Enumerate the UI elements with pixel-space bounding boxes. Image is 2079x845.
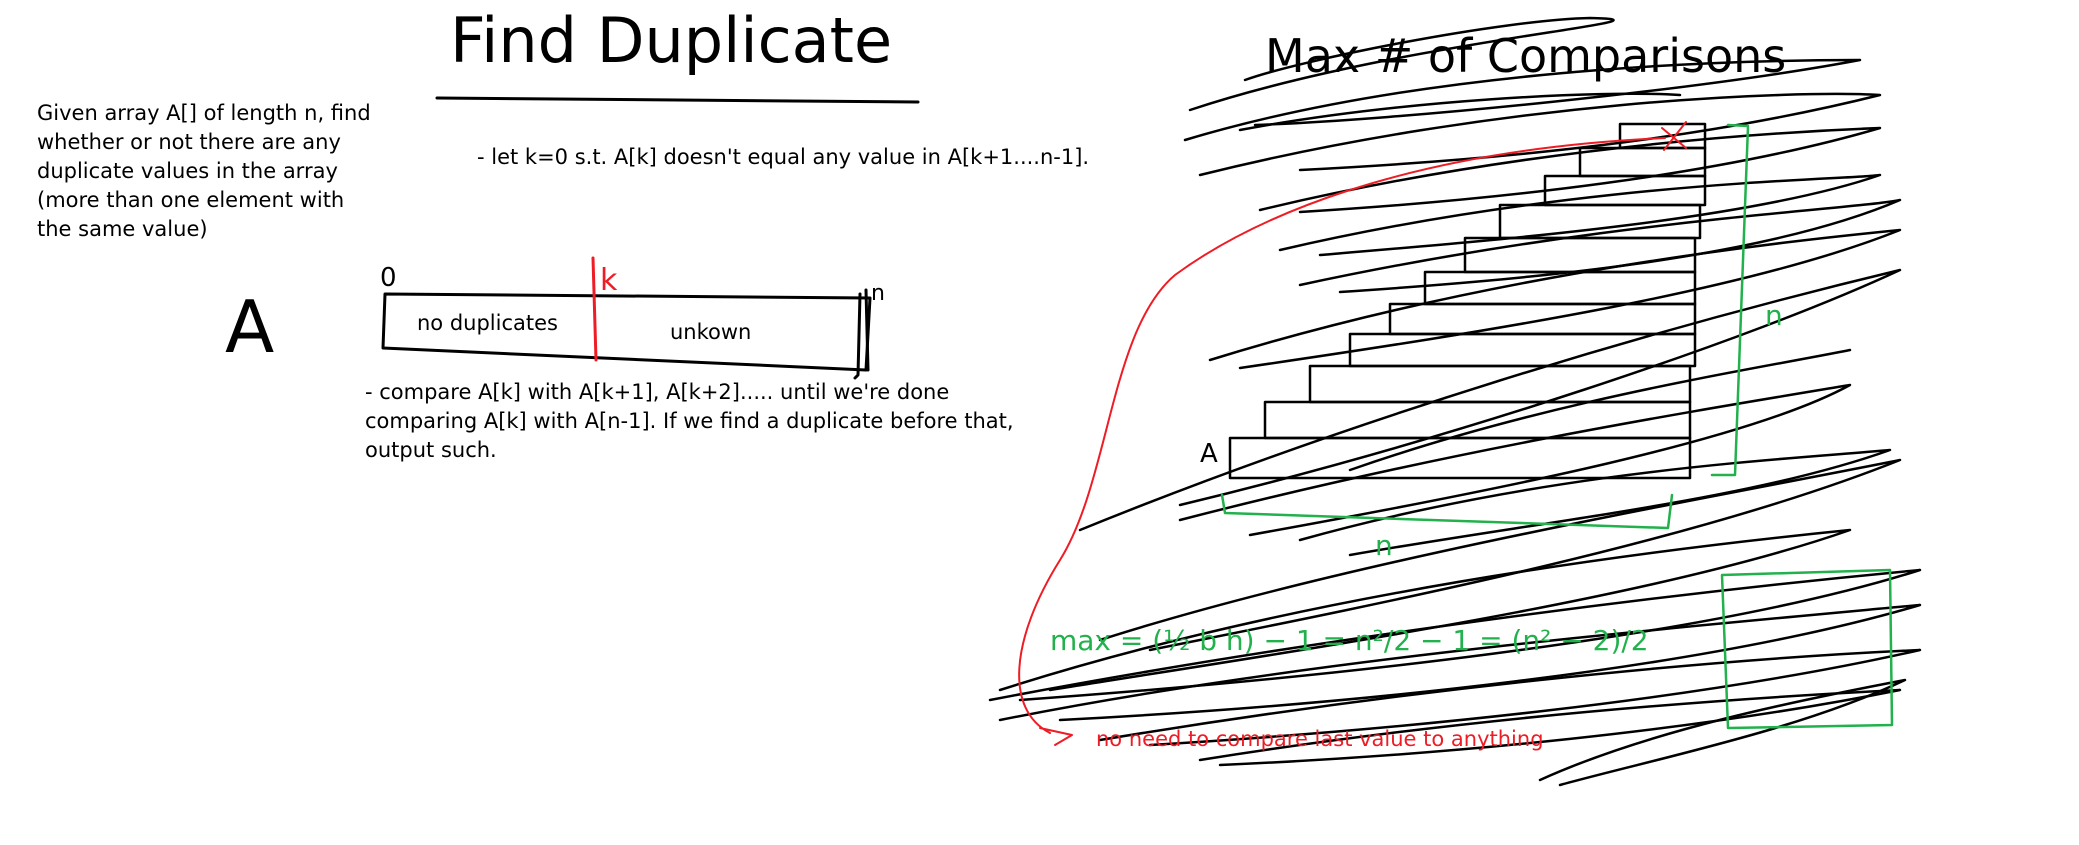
- k-marker-label: k: [600, 263, 618, 298]
- staircase-row-label: A: [1200, 439, 1218, 469]
- step-one-text: - let k=0 s.t. A[k] doesn't equal any va…: [477, 145, 1090, 169]
- title-handwriting: Find Duplicate: [435, 4, 920, 104]
- triangle-base-label: n: [1375, 529, 1393, 562]
- unknown-label: unkown: [670, 320, 752, 344]
- problem-statement: Given array A[] of length n, find whethe…: [37, 101, 371, 241]
- page-title: Find Duplicate: [450, 4, 892, 77]
- title-underline: [435, 96, 920, 104]
- green-annotations: [1220, 123, 1894, 730]
- array-start-index: 0: [380, 263, 397, 293]
- red-annotations: [1018, 121, 1687, 746]
- no-duplicates-label: no duplicates: [417, 311, 558, 335]
- scribble-region: Max # of Comparisons: [988, 16, 1922, 787]
- step-two-text: - compare A[k] with A[k+1], A[k+2]..... …: [365, 380, 1014, 462]
- array-name-label: A: [225, 285, 274, 369]
- triangle-height-label: n: [1765, 299, 1783, 332]
- last-value-note: no need to compare last value to anythin…: [1096, 727, 1544, 751]
- array-end-index: n: [871, 281, 885, 306]
- array-box: [381, 288, 872, 380]
- comparisons-heading: Max # of Comparisons: [1265, 29, 1786, 83]
- max-formula: max = (½ b h) − 1 = n²/2 − 1 = (n² − 2)/…: [1050, 624, 1649, 657]
- k-marker-line: [591, 256, 598, 362]
